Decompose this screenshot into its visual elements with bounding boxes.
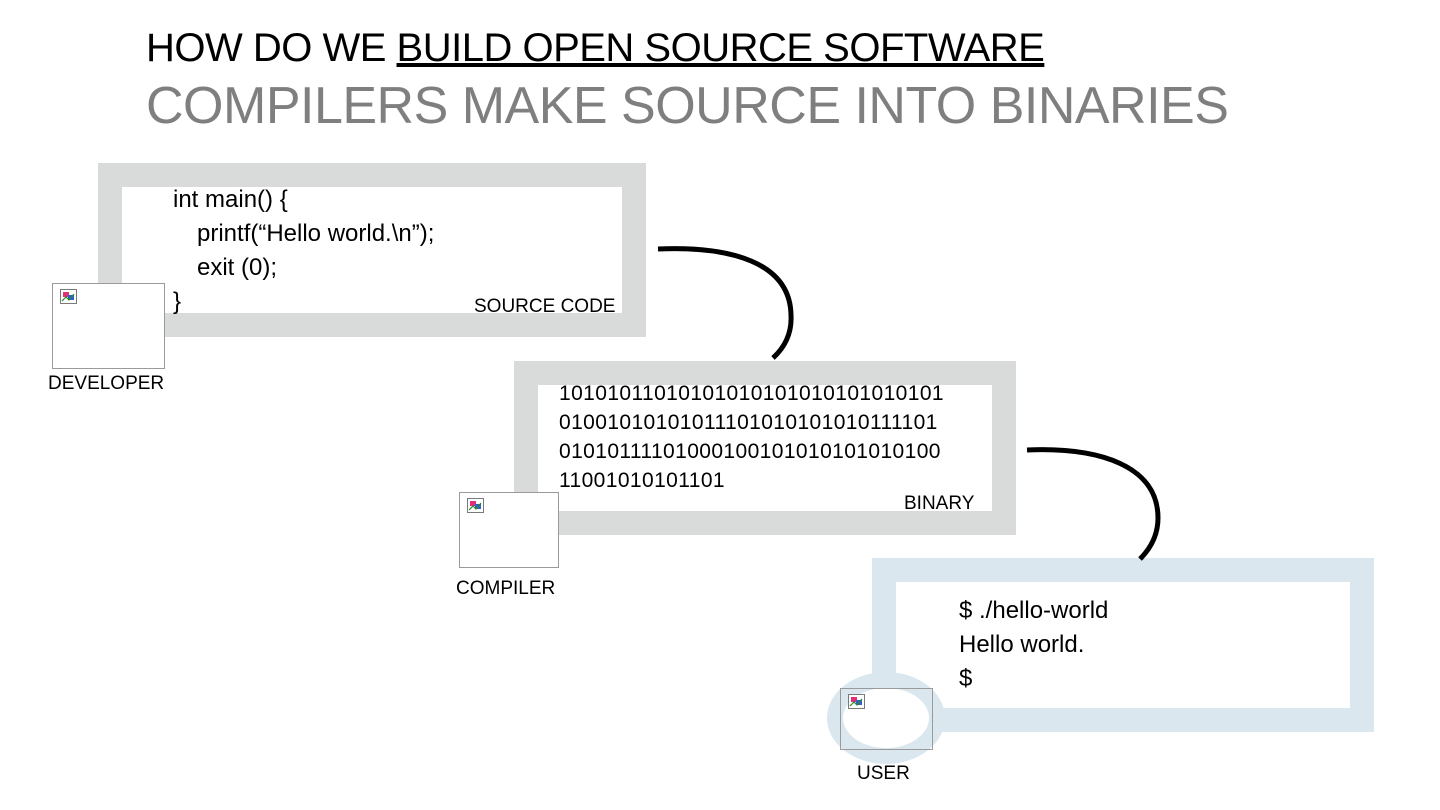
title-prefix: HOW DO WE <box>146 26 397 70</box>
developer-label: DEVELOPER <box>48 373 165 394</box>
terminal-line: $ <box>959 665 973 692</box>
binary-line: 10101011010101010101010101010101 <box>559 382 944 405</box>
user-image <box>840 688 933 750</box>
compiler-image <box>459 492 559 568</box>
user-oval <box>827 672 945 764</box>
developer-image <box>52 283 165 369</box>
binary-to-terminal-connector <box>1026 447 1161 561</box>
binary-line: 01001010101011101010101010111101 <box>559 411 938 434</box>
binary-label: BINARY <box>904 493 975 514</box>
broken-image-icon <box>60 289 77 304</box>
source-code-line: printf(“Hello world.\n”); <box>197 220 435 247</box>
source-code-line: int main() { <box>173 186 288 213</box>
terminal-line: $ ./hello-world <box>959 597 1109 624</box>
terminal-line: Hello world. <box>959 631 1085 658</box>
user-label: USER <box>857 763 910 784</box>
binary-box <box>514 361 1016 535</box>
compiler-label: COMPILER <box>456 578 556 599</box>
binary-line: 01010111101000100101010101010100 <box>559 440 941 463</box>
broken-image-icon <box>467 498 484 513</box>
slide-subtitle: COMPILERS MAKE SOURCE INTO BINARIES <box>146 77 1229 135</box>
source-to-binary-connector <box>657 246 794 360</box>
title-emphasis: BUILD OPEN SOURCE SOFTWARE <box>396 26 1045 70</box>
terminal-output-box <box>872 558 1374 732</box>
source-code-line: } <box>173 288 182 315</box>
source-code-line: exit (0); <box>197 254 278 281</box>
binary-line: 11001010101101 <box>559 469 725 492</box>
slide-title: HOW DO WE BUILD OPEN SOURCE SOFTWARE <box>146 26 1045 71</box>
broken-image-icon <box>848 694 865 709</box>
source-code-label: SOURCE CODE <box>474 296 616 317</box>
